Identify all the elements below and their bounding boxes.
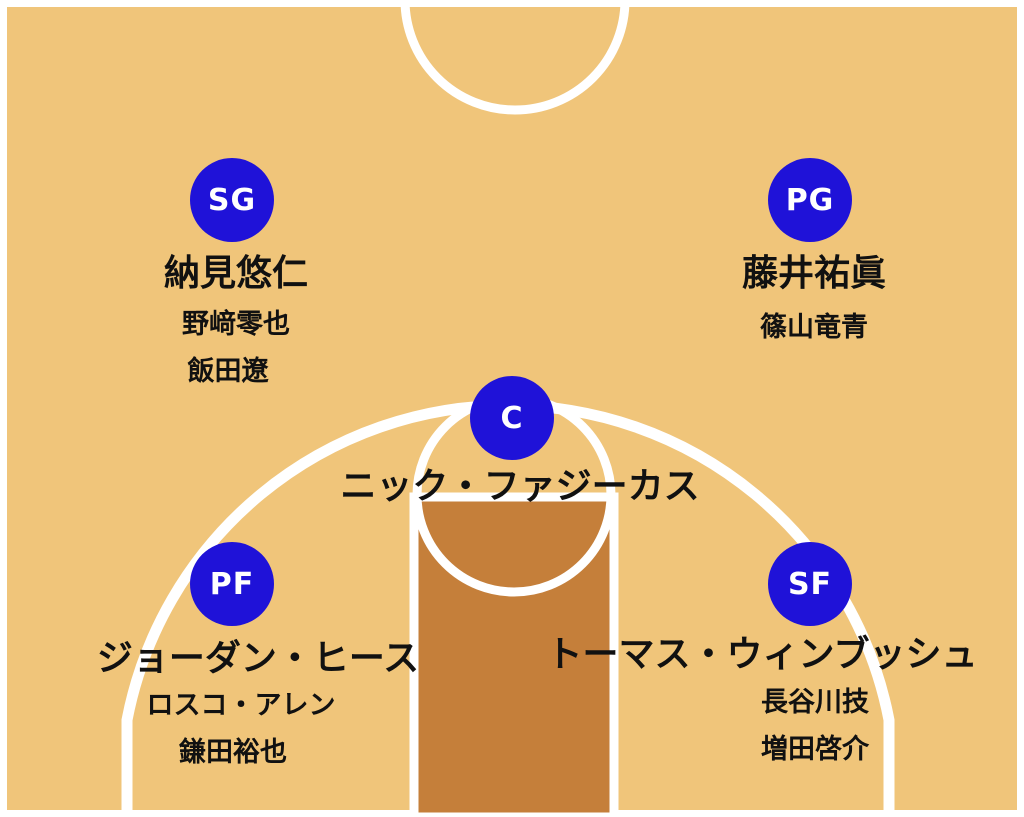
backup-name-pf-2: 鎌田裕也 [179,737,287,768]
backup-name-sg-2: 飯田遼 [187,356,269,387]
starter-name-pf: ジョーダン・ヒース [96,638,420,679]
starter-name-c: ニック・ファジーカス [340,466,700,507]
backup-name-sf-2: 増田啓介 [761,734,869,765]
paint-lane [409,492,619,817]
backup-name-pf-1: ロスコ・アレン [146,690,336,721]
position-badge-pg: PG [768,158,852,242]
backup-name-sg-1: 野﨑零也 [182,309,290,340]
position-badge-c: C [470,376,554,460]
starter-name-pg: 藤井祐眞 [741,253,887,294]
backup-name-sf-1: 長谷川技 [761,687,869,718]
position-badge-pf: PF [190,542,274,626]
position-badge-sf: SF [768,542,852,626]
position-badge-sg: SG [190,158,274,242]
starter-name-sf: トーマス・ウィンブッシュ [546,634,978,675]
center-circle [400,0,630,115]
backup-name-pg-1: 篠山竜青 [760,312,868,343]
starter-name-sg: 納見悠仁 [163,253,309,294]
